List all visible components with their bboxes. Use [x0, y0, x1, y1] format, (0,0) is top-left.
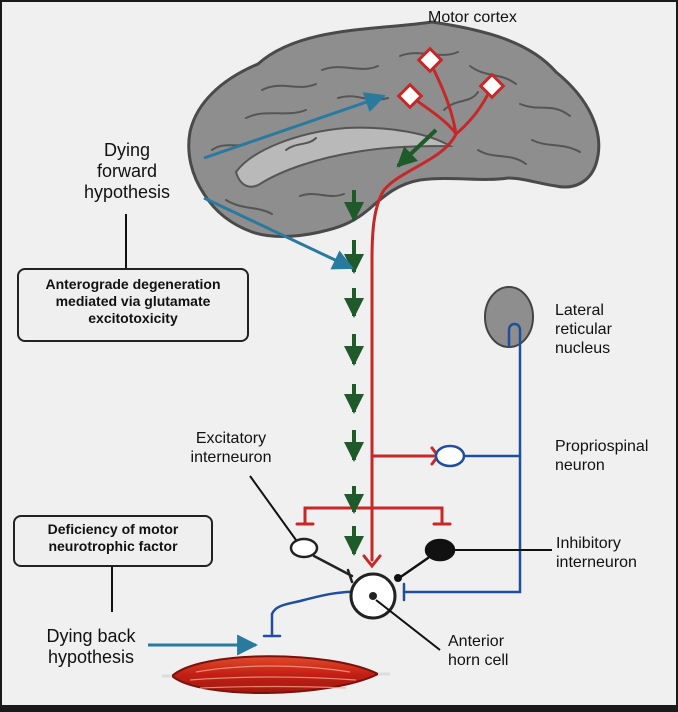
anterior-horn-cell-label: Anterior horn cell	[448, 633, 508, 671]
excitatory-interneuron-label: Excitatory interneuron	[176, 430, 286, 468]
motor-cortex-label: Motor cortex	[428, 9, 517, 28]
excitatory-interneuron	[291, 539, 317, 557]
anterograde-degeneration-box: Anterograde degeneration mediated via gl…	[17, 268, 249, 342]
dying-forward-label: Dying forward hypothesis	[76, 140, 178, 204]
anterior-horn-cell	[351, 574, 395, 618]
inhibitory-interneuron-label: Inhibitory interneuron	[556, 535, 637, 573]
propriospinal-neuron-label: Propriospinal neuron	[555, 438, 648, 476]
lateral-reticular-nucleus-label: Lateral reticular nucleus	[555, 302, 612, 359]
dying-back-label: Dying back hypothesis	[32, 626, 150, 668]
deficiency-box: Deficiency of motor neurotrophic factor	[13, 515, 213, 567]
propriospinal-neuron	[436, 446, 464, 466]
